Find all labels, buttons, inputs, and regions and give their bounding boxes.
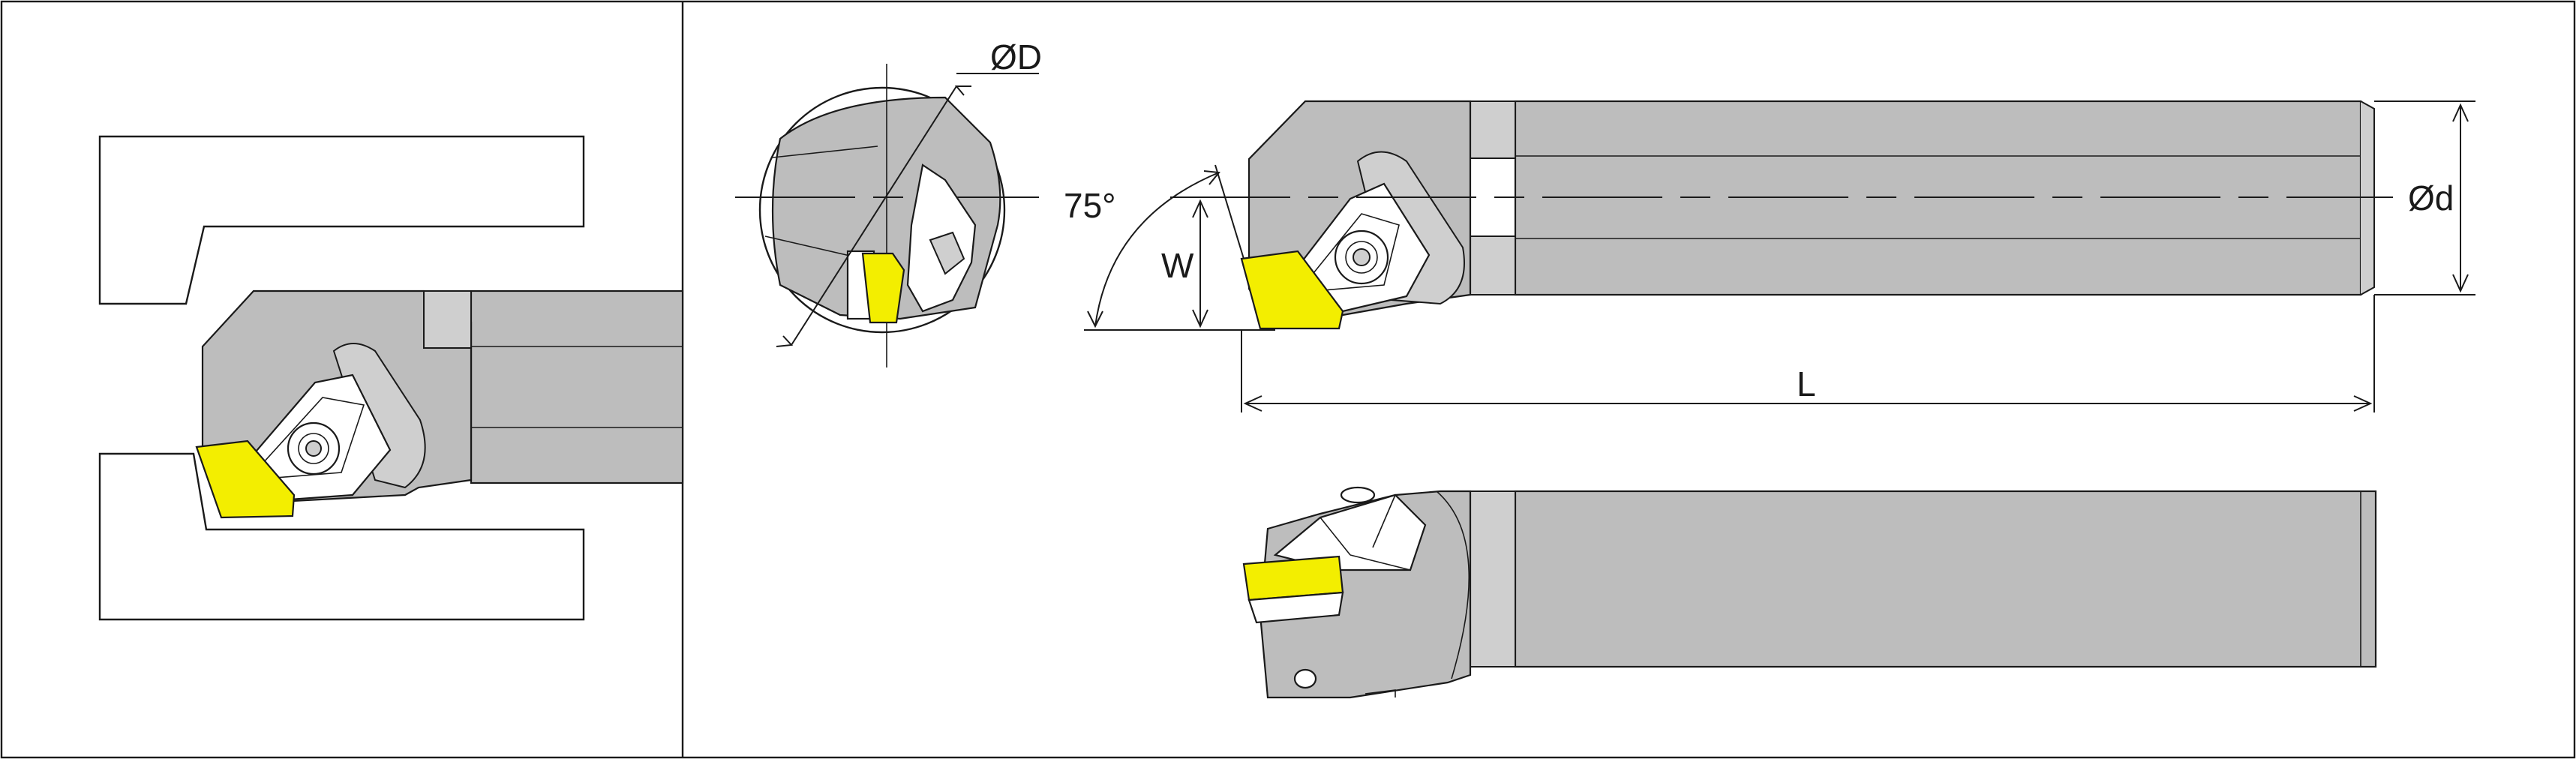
bore-diameter-label: ØD <box>990 38 1042 76</box>
left-clamp-screw-inner <box>298 433 329 464</box>
side-neck <box>1470 100 1516 159</box>
top-coolant-hole <box>1293 668 1317 689</box>
end-view-dia-arrow-bottom <box>776 335 794 347</box>
top-shank <box>1514 490 2377 668</box>
angle-arrow-bottom <box>1087 310 1103 328</box>
width-arrow-bottom <box>1192 309 1208 328</box>
workpiece-lower-section <box>98 452 585 621</box>
side-clamp-screw-hex <box>1353 248 1371 266</box>
end-view-dia-leader <box>791 86 957 346</box>
width-label: W <box>1161 246 1194 285</box>
side-insert <box>1240 250 1344 330</box>
top-neck <box>1470 490 1516 668</box>
approach-angle-label: 75° <box>1064 186 1116 225</box>
side-neck-lower <box>1470 236 1516 296</box>
shank-dia-arrow-bottom <box>2452 274 2469 293</box>
shank-dia-arrow-top <box>2452 103 2469 122</box>
top-view <box>1242 486 2377 699</box>
angle-ref-line <box>1214 164 1244 260</box>
top-head-bevel <box>1436 490 1470 680</box>
left-panel-bore-view <box>98 135 684 621</box>
end-view-detail: ØD <box>735 38 1042 368</box>
end-view-edge-line-1 <box>772 146 878 158</box>
workpiece-upper-section <box>98 135 585 305</box>
left-insert-seat-facet <box>246 397 365 481</box>
side-insert-seat-facet <box>1296 213 1400 293</box>
top-bottom-notch <box>1365 689 1396 698</box>
end-view-edge-line-2 <box>764 236 863 260</box>
end-view-screw <box>929 231 965 275</box>
angle-arrow-top <box>1203 170 1220 185</box>
left-insert <box>195 440 296 519</box>
width-arrow-top <box>1192 199 1208 218</box>
side-view: Ød W 75° L <box>1064 100 2475 412</box>
top-screw-head <box>1340 486 1376 504</box>
length-label: L <box>1797 364 1816 404</box>
side-clamp-screw-inner <box>1345 241 1378 274</box>
left-shank <box>470 290 684 484</box>
shank-diameter-label: Ød <box>2408 178 2454 218</box>
angle-arc <box>1094 172 1220 327</box>
end-view-bore-circle <box>758 86 1006 334</box>
top-insert-base <box>1247 591 1344 624</box>
length-arrow-left <box>1243 395 1262 412</box>
left-neck-step <box>423 290 472 349</box>
left-clamp-lever <box>332 343 426 489</box>
top-clamp-facets <box>1320 494 1411 571</box>
end-view-dia-arrow-top <box>954 86 971 96</box>
left-clamp-screw-hex <box>305 440 322 457</box>
end-view-insert <box>861 252 905 324</box>
length-arrow-right <box>2353 395 2373 412</box>
